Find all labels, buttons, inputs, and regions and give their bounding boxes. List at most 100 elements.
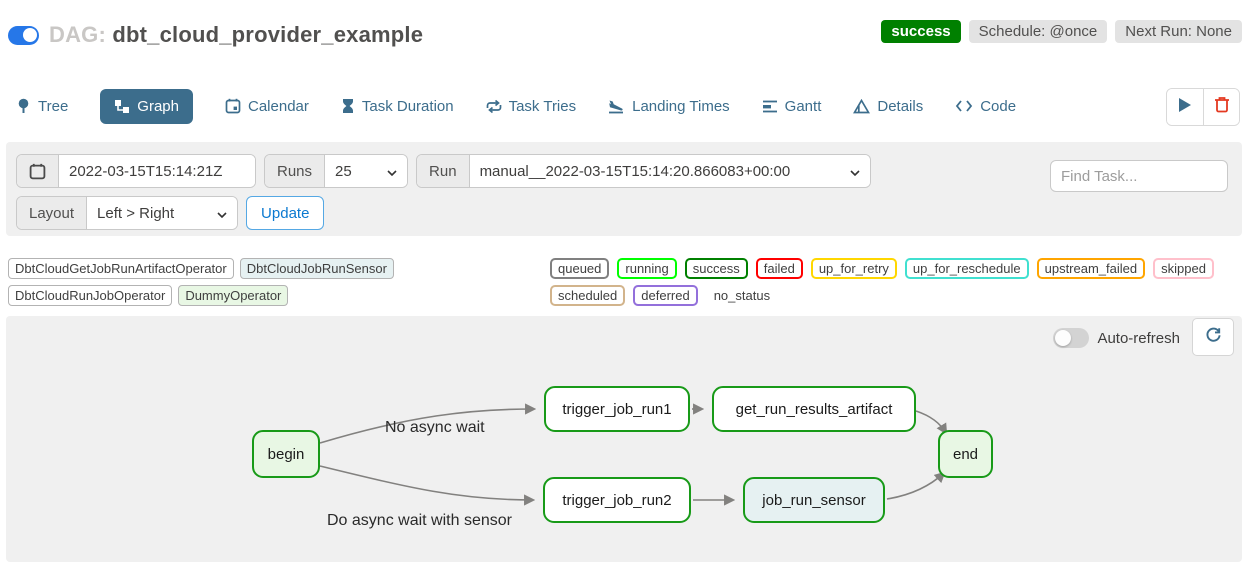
task-node-trigger-job-run1[interactable]: trigger_job_run1 bbox=[544, 386, 690, 432]
page-title: DAG: dbt_cloud_provider_example bbox=[49, 22, 423, 48]
dag-title-name: dbt_cloud_provider_example bbox=[112, 22, 424, 47]
auto-refresh-toggle[interactable] bbox=[1053, 328, 1090, 348]
delete-dag-button[interactable] bbox=[1203, 89, 1239, 125]
legend-status-no-status: no_status bbox=[713, 288, 771, 303]
layout-group: Layout Left > Right bbox=[16, 196, 239, 230]
task-node-get-run-results-artifact[interactable]: get_run_results_artifact bbox=[712, 386, 916, 432]
schedule-badge[interactable]: Schedule: @once bbox=[968, 20, 1108, 43]
chevron-down-icon bbox=[387, 163, 397, 180]
edge-job_run_sensor-to-end bbox=[886, 471, 946, 500]
tab-landing-times[interactable]: Landing Times bbox=[608, 98, 730, 115]
graph-icon bbox=[114, 99, 130, 114]
dag-header: DAG: dbt_cloud_provider_example bbox=[8, 22, 423, 48]
view-tabbar: Tree Graph Calendar Task Duration Task T… bbox=[16, 86, 1016, 126]
legend-operator: DbtCloudGetJobRunArtifactOperator bbox=[8, 258, 234, 279]
next-run-badge: Next Run: None bbox=[1115, 20, 1242, 43]
header-badges: success Schedule: @once Next Run: None bbox=[881, 20, 1242, 43]
auto-refresh-label: Auto-refresh bbox=[1097, 329, 1180, 347]
legend-status-up-for-reschedule: up_for_reschedule bbox=[904, 258, 1029, 279]
run-select[interactable]: manual__2022-03-15T15:14:20.866083+00:00 bbox=[469, 155, 870, 187]
find-task-input[interactable] bbox=[1050, 160, 1228, 192]
trigger-dag-button[interactable] bbox=[1167, 89, 1203, 125]
code-icon bbox=[955, 99, 973, 113]
edge-label: Do async wait with sensor bbox=[327, 512, 512, 529]
refresh-icon bbox=[1205, 326, 1222, 348]
dag-edges bbox=[319, 403, 948, 506]
hourglass-icon bbox=[341, 98, 355, 114]
legend-status-deferred: deferred bbox=[633, 285, 698, 306]
task-node-end[interactable]: end bbox=[938, 430, 993, 478]
calendar-icon bbox=[225, 98, 241, 114]
tab-tree[interactable]: Tree bbox=[16, 98, 68, 115]
tab-task-duration[interactable]: Task Duration bbox=[341, 98, 454, 115]
runs-group: Runs 25 bbox=[264, 154, 409, 188]
tree-icon bbox=[16, 98, 31, 114]
tab-calendar[interactable]: Calendar bbox=[225, 98, 309, 115]
legend-operator: DummyOperator bbox=[178, 285, 289, 306]
legend-status-up-for-retry: up_for_retry bbox=[810, 258, 897, 279]
run-group: Run manual__2022-03-15T15:14:20.866083+0… bbox=[416, 154, 871, 188]
legend-operator: DbtCloudRunJobOperator bbox=[8, 285, 173, 306]
calendar-picker-button[interactable] bbox=[17, 155, 59, 187]
run-select-value: manual__2022-03-15T15:14:20.866083+00:00 bbox=[479, 162, 791, 180]
base-date-input[interactable] bbox=[59, 155, 255, 187]
edge-label: No async wait bbox=[385, 419, 485, 436]
legend-status-upstream-failed: upstream_failed bbox=[1036, 258, 1146, 279]
tab-label: Task Tries bbox=[508, 97, 577, 115]
runs-label: Runs bbox=[265, 155, 326, 187]
base-date-group bbox=[16, 154, 256, 188]
legend-status-failed: failed bbox=[755, 258, 803, 279]
layout-select[interactable]: Left > Right bbox=[87, 197, 238, 229]
dag-pause-toggle[interactable] bbox=[8, 25, 39, 45]
runs-select-value: 25 bbox=[335, 162, 352, 180]
legend-operator: DbtCloudJobRunSensor bbox=[239, 258, 394, 279]
tab-label: Tree bbox=[38, 97, 69, 115]
layout-label: Layout bbox=[17, 197, 88, 229]
tab-label: Graph bbox=[137, 97, 179, 115]
edge-begin-to-trigger_job_run1 bbox=[319, 403, 537, 444]
toggle-knob bbox=[1055, 330, 1072, 346]
tab-task-tries[interactable]: Task Tries bbox=[486, 97, 577, 115]
tab-label: Calendar bbox=[248, 97, 309, 115]
edge-get_run_results_artifact-to-end bbox=[915, 410, 948, 435]
tab-label: Code bbox=[980, 97, 1017, 115]
task-node-begin[interactable]: begin bbox=[252, 430, 320, 478]
legend-status-queued: queued bbox=[550, 258, 610, 279]
tab-graph[interactable]: Graph bbox=[100, 88, 193, 124]
auto-refresh-control: Auto-refresh bbox=[1053, 328, 1180, 348]
dag-action-buttons bbox=[1166, 88, 1240, 126]
tab-label: Task Duration bbox=[361, 97, 454, 115]
chevron-down-icon bbox=[217, 205, 227, 222]
toggle-knob bbox=[22, 28, 37, 42]
legend-status-scheduled: scheduled bbox=[550, 285, 626, 306]
run-label: Run bbox=[417, 155, 470, 187]
operator-legend: DbtCloudGetJobRunArtifactOperator DbtClo… bbox=[8, 258, 548, 306]
refresh-button[interactable] bbox=[1192, 318, 1234, 356]
tab-details[interactable]: Details bbox=[853, 98, 923, 115]
repeat-icon bbox=[486, 99, 502, 114]
plane-landing-icon bbox=[608, 98, 625, 114]
tab-label: Details bbox=[877, 97, 924, 115]
tab-code[interactable]: Code bbox=[955, 98, 1016, 115]
update-button[interactable]: Update bbox=[246, 196, 325, 230]
legend-status-skipped: skipped bbox=[1153, 258, 1214, 279]
gantt-icon bbox=[762, 99, 778, 113]
graph-canvas: No async wait Do async wait with sensor … bbox=[6, 316, 1242, 562]
filter-panel: Runs 25 Run manual__2022-03-15T15:14:20.… bbox=[6, 142, 1242, 236]
trash-icon bbox=[1214, 96, 1230, 118]
runs-select[interactable]: 25 bbox=[325, 155, 408, 187]
task-node-job-run-sensor[interactable]: job_run_sensor bbox=[743, 477, 885, 523]
dag-title-prefix: DAG: bbox=[49, 22, 107, 47]
play-icon bbox=[1179, 97, 1191, 117]
status-badge: success bbox=[881, 20, 961, 43]
legend-status-success: success bbox=[684, 258, 748, 279]
layout-select-value: Left > Right bbox=[97, 204, 175, 222]
tab-label: Landing Times bbox=[632, 97, 730, 115]
status-legend: queued running success failed up_for_ret… bbox=[550, 258, 1248, 306]
tab-label: Gantt bbox=[784, 97, 822, 115]
details-icon bbox=[853, 98, 871, 114]
tab-gantt[interactable]: Gantt bbox=[762, 97, 822, 115]
task-node-trigger-job-run2[interactable]: trigger_job_run2 bbox=[543, 477, 691, 523]
edge-begin-to-trigger_job_run2 bbox=[319, 465, 536, 506]
chevron-down-icon bbox=[849, 163, 860, 180]
